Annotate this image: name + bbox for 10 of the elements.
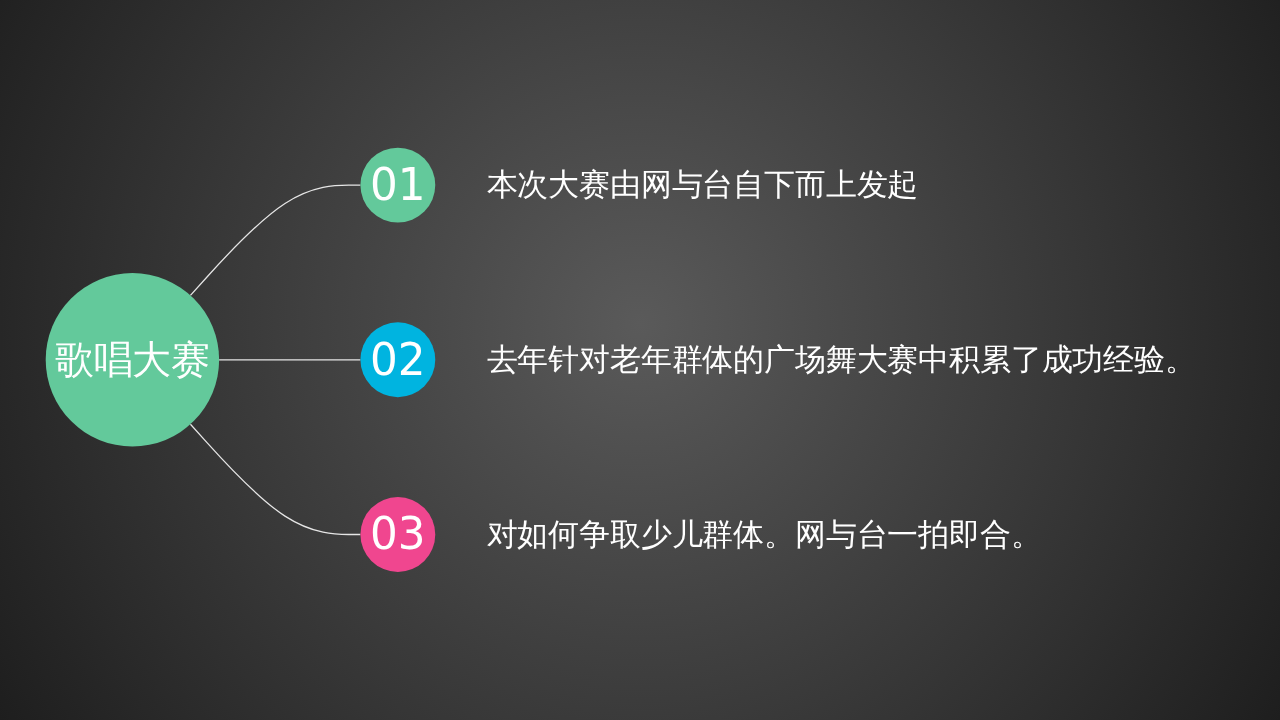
node-circle: 03: [360, 497, 436, 573]
connector: [189, 184, 362, 297]
connector: [218, 359, 362, 361]
node-circle: 歌唱大赛: [45, 273, 220, 447]
node-circle: 01: [360, 147, 436, 223]
node-label: 本次大赛由网与台自下而上发起: [486, 167, 919, 204]
node-label: 去年针对老年群体的广场舞大赛中积累了成功经验。: [486, 342, 1196, 378]
node-circle: 02: [360, 322, 436, 398]
node-label: 对如何争取少儿群体。网与台一拍即合。: [486, 516, 1042, 553]
connector: [189, 423, 362, 536]
